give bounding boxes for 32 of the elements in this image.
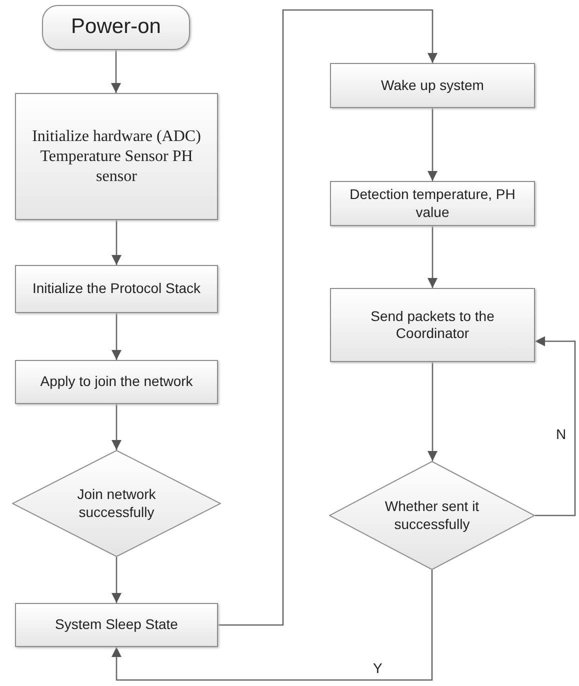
arrow [112, 404, 122, 450]
arrow [112, 313, 122, 360]
decision-diamond [12, 450, 221, 557]
process-box [15, 360, 218, 404]
arrow [428, 362, 438, 461]
process-box [330, 288, 535, 362]
start-terminal [42, 5, 190, 50]
node-text: Send packets to the Coordinator [370, 308, 496, 342]
node-text: System Sleep State [55, 616, 178, 634]
node-text: Detection temperature, PH value [348, 186, 516, 221]
node-text: Apply to join the network [40, 373, 193, 391]
node-text: Power-on [71, 14, 161, 40]
decision-diamond [329, 461, 535, 570]
arrow [112, 557, 122, 603]
arrow [535, 336, 576, 516]
node-text: Initialize the Protocol Stack [32, 280, 201, 298]
arrow [112, 220, 122, 265]
node-text: Wake up system [381, 76, 484, 94]
arrow [428, 108, 438, 181]
process-box [15, 603, 218, 647]
node-text: Join network successfully [76, 486, 157, 521]
arrow [218, 9, 438, 626]
node-text: Initialize hardware (ADC) Temperature Sensor PH sensor [31, 126, 202, 186]
process-box [15, 93, 218, 220]
node-text: Whether sent it successfully [384, 498, 480, 533]
process-box [330, 181, 535, 226]
edge-label: Y [371, 660, 384, 676]
arrow [112, 570, 433, 681]
arrow [428, 226, 438, 288]
process-box [330, 63, 535, 108]
arrow [111, 50, 121, 93]
process-box [15, 265, 218, 313]
